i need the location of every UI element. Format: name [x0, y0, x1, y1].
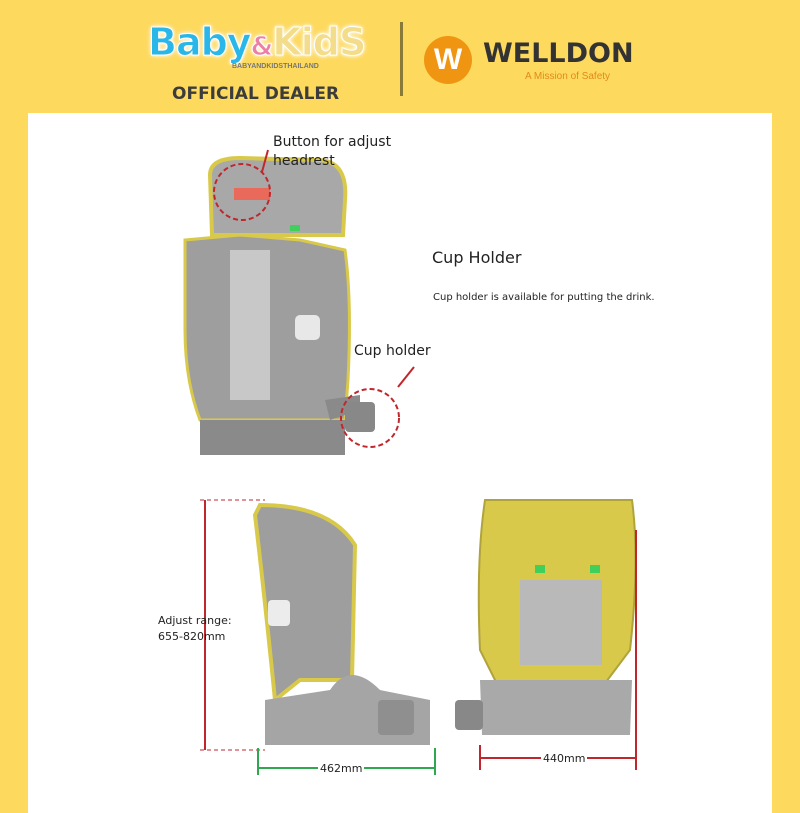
seat-top-view — [455, 499, 637, 770]
depth-dimension: 462mm — [318, 762, 365, 775]
logo-divider — [400, 22, 403, 96]
welldon-logo-mark: W — [424, 36, 472, 84]
babykids-subtitle: BABYANDKIDSTHAILAND — [232, 63, 319, 70]
official-dealer-label: OFFICIAL DEALER — [172, 84, 340, 104]
welldon-name: WELLDON — [483, 38, 634, 69]
cup-holder-callout: Cup holder — [354, 343, 431, 359]
feature-title: Cup Holder — [432, 248, 522, 267]
adjust-range-label: Adjust range: — [158, 614, 232, 627]
feature-description: Cup holder is available for putting the … — [433, 292, 655, 303]
headrest-button-callout: Button for adjust headrest — [273, 134, 392, 169]
adjust-range-value: 655-820mm — [158, 630, 226, 643]
welldon-tagline: A Mission of Safety — [525, 71, 611, 82]
width-dimension: 440mm — [541, 752, 588, 765]
seat-side-view — [200, 499, 436, 775]
babykids-logo: Baby&KidS — [148, 20, 367, 65]
seat-front-view — [183, 149, 415, 455]
